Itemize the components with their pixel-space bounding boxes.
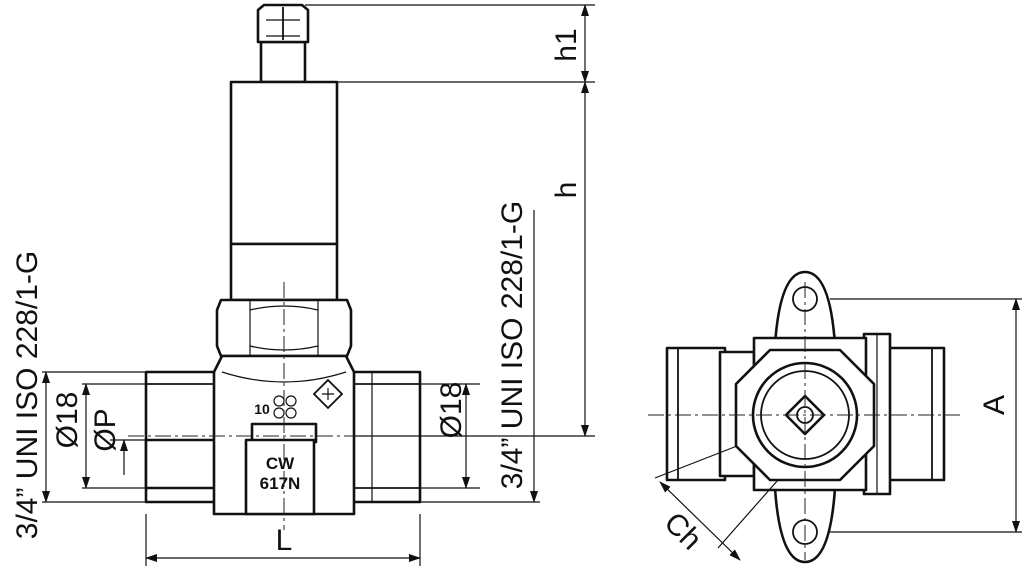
dimension-lines <box>42 3 589 562</box>
actuator-cylinder <box>229 80 339 302</box>
thread-label-right: 3/4” UNI ISO 228/1-G <box>496 201 529 489</box>
material-code-line1: CW <box>266 454 295 473</box>
side-centre-lines <box>648 282 960 560</box>
dimension-label-h: h <box>550 182 583 199</box>
spindle-top <box>256 3 310 84</box>
dimension-label-h1: h1 <box>550 28 583 61</box>
dimension-ch <box>654 445 779 561</box>
dimension-label-d18-right: Ø18 <box>435 382 468 439</box>
dimension-label-p: ØP <box>89 408 122 451</box>
hex-nut <box>215 298 353 358</box>
extension-lines <box>42 4 595 566</box>
pressure-mark: 10 <box>254 401 270 417</box>
material-code-line2: 617N <box>260 474 301 493</box>
side-valve-body <box>734 336 876 492</box>
right-pipe-end <box>348 370 422 504</box>
front-view: CW 617N 10 <box>11 3 595 566</box>
manufacturer-logo-icon <box>312 378 344 410</box>
dimension-label-l: L <box>276 524 293 557</box>
thread-label-left: 3/4” UNI ISO 228/1-G <box>11 251 44 539</box>
dimension-label-d18-left: Ø18 <box>51 392 84 449</box>
dimension-a <box>830 298 1022 533</box>
front-centre-lines <box>128 282 440 530</box>
dimension-label-a: A <box>978 395 1011 415</box>
side-right-pipe-end <box>862 332 946 496</box>
dimension-label-ch: Ch <box>657 506 707 556</box>
left-pipe-end <box>144 370 220 504</box>
side-view: A Ch <box>648 270 1022 564</box>
valve-body: CW 617N 10 <box>212 354 356 516</box>
